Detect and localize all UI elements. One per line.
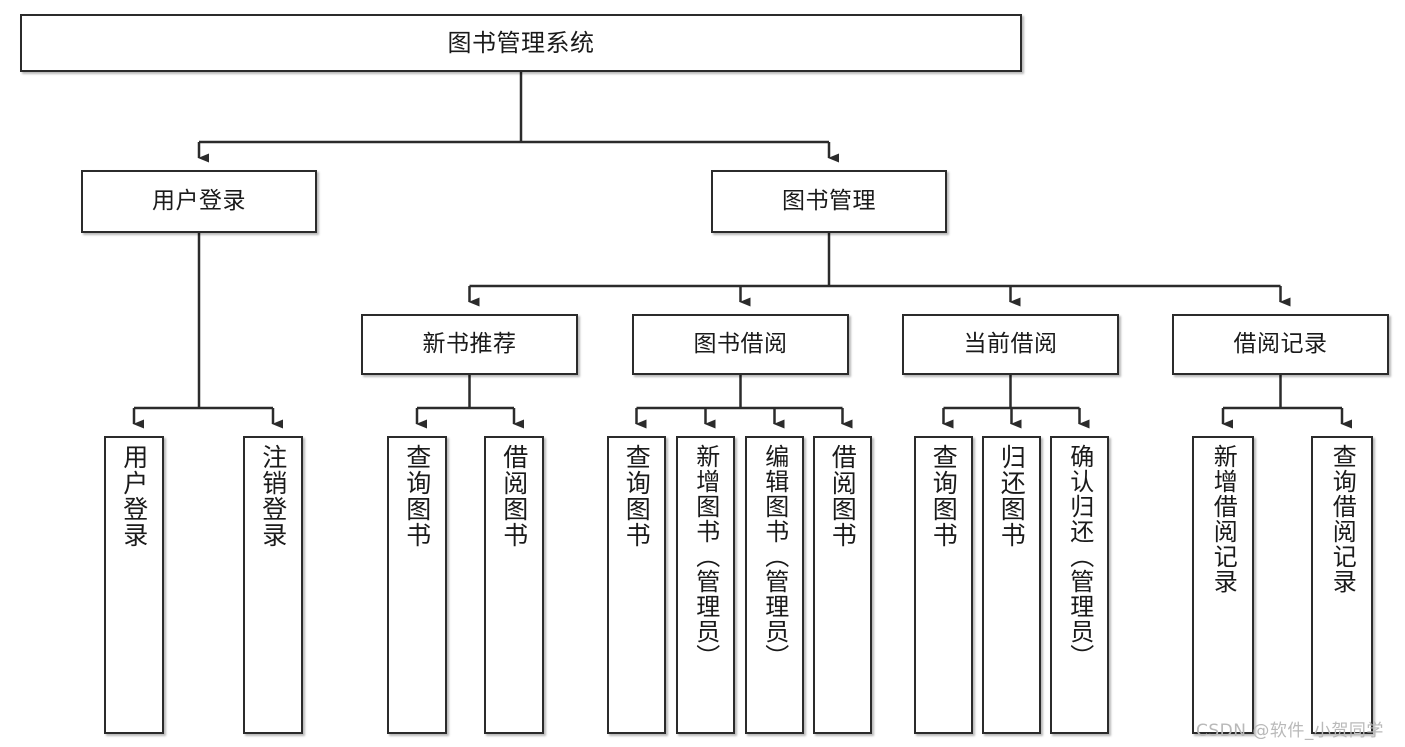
node-newbook[interactable]: 新书推荐 <box>361 314 578 375</box>
node-label: 借阅图书 <box>499 444 529 548</box>
node-leaf-bor-1[interactable]: 查询图书 <box>607 436 666 734</box>
node-label: 查询借阅记录 <box>1328 444 1357 594</box>
node-leaf-login-1[interactable]: 用户登录 <box>104 436 164 734</box>
node-leaf-login-2[interactable]: 注销登录 <box>243 436 303 734</box>
csdn-watermark: CSDN @软件_小贺同学 <box>1196 721 1384 741</box>
node-current[interactable]: 当前借阅 <box>902 314 1119 375</box>
node-label: 编辑图书（管理员） <box>760 444 789 669</box>
node-leaf-bor-2[interactable]: 新增图书（管理员） <box>676 436 735 734</box>
node-login[interactable]: 用户登录 <box>81 170 317 233</box>
node-label: 借阅记录 <box>1233 330 1328 357</box>
node-borrow[interactable]: 图书借阅 <box>632 314 849 375</box>
node-label: 确认归还（管理员） <box>1065 444 1094 669</box>
node-leaf-new-2[interactable]: 借阅图书 <box>484 436 544 734</box>
node-label: 查询图书 <box>622 444 652 548</box>
node-leaf-new-1[interactable]: 查询图书 <box>387 436 447 734</box>
node-leaf-cur-3[interactable]: 确认归还（管理员） <box>1050 436 1109 734</box>
node-label: 用户登录 <box>152 187 246 214</box>
node-label: 借阅图书 <box>828 444 858 548</box>
node-label: 注销登录 <box>258 444 288 548</box>
node-label: 图书管理系统 <box>447 28 595 57</box>
node-label: 查询图书 <box>402 444 432 548</box>
node-label: 图书管理 <box>782 187 876 214</box>
node-leaf-bor-3[interactable]: 编辑图书（管理员） <box>745 436 804 734</box>
node-leaf-cur-1[interactable]: 查询图书 <box>914 436 973 734</box>
node-label: 新增借阅记录 <box>1209 444 1238 594</box>
node-leaf-rec-1[interactable]: 新增借阅记录 <box>1192 436 1254 734</box>
node-records[interactable]: 借阅记录 <box>1172 314 1389 375</box>
node-label: 新书推荐 <box>422 330 517 357</box>
node-label: 用户登录 <box>119 444 149 548</box>
node-leaf-cur-2[interactable]: 归还图书 <box>982 436 1041 734</box>
node-label: 当前借阅 <box>963 330 1058 357</box>
node-label: 图书借阅 <box>693 330 788 357</box>
node-label: 新增图书（管理员） <box>691 444 720 669</box>
node-leaf-bor-4[interactable]: 借阅图书 <box>813 436 872 734</box>
node-label: 查询图书 <box>929 444 959 548</box>
node-leaf-rec-2[interactable]: 查询借阅记录 <box>1311 436 1373 734</box>
node-root[interactable]: 图书管理系统 <box>20 14 1022 72</box>
node-bookmgmt[interactable]: 图书管理 <box>711 170 947 233</box>
node-label: 归还图书 <box>997 444 1027 548</box>
